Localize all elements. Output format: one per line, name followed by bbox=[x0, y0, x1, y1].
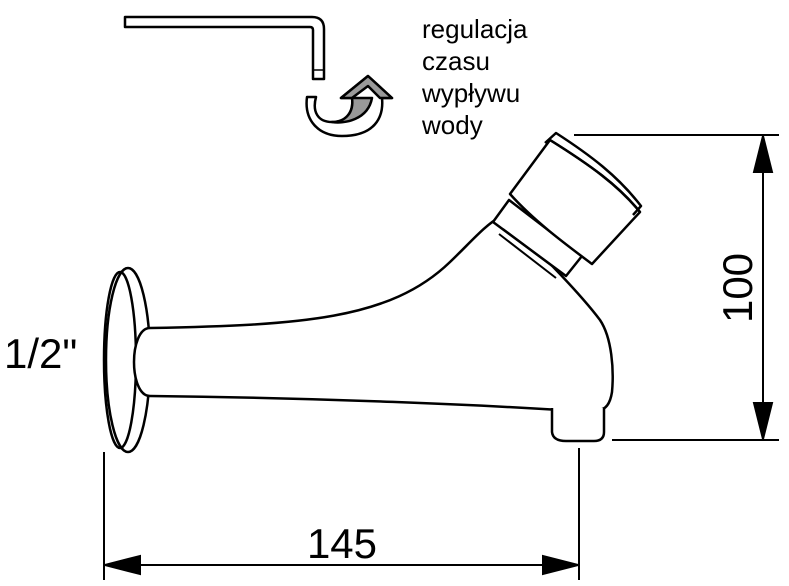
adjustment-note-line-3: wypływu bbox=[421, 78, 520, 108]
length-arrow-right bbox=[542, 554, 579, 576]
outlet bbox=[550, 408, 606, 443]
thread-size-label: 1/2" bbox=[4, 330, 77, 377]
adjustment-note-line-4: wody bbox=[421, 110, 483, 140]
height-dimension-label: 100 bbox=[714, 253, 761, 323]
length-arrow-left bbox=[104, 554, 141, 576]
spout bbox=[132, 215, 614, 412]
hex-key-icon bbox=[123, 15, 326, 81]
length-dimension bbox=[103, 448, 580, 580]
length-dimension-label: 145 bbox=[307, 520, 377, 567]
adjustment-note-line-2: czasu bbox=[422, 46, 490, 76]
height-dimension bbox=[574, 134, 779, 441]
rotation-arrow-icon bbox=[305, 74, 394, 138]
height-arrow-bottom bbox=[752, 402, 774, 440]
height-arrow-top bbox=[752, 135, 774, 173]
adjustment-note: regulacja czasu wypływu wody bbox=[421, 14, 528, 140]
faucet-body bbox=[102, 131, 643, 454]
adjustment-note-line-1: regulacja bbox=[422, 14, 528, 44]
